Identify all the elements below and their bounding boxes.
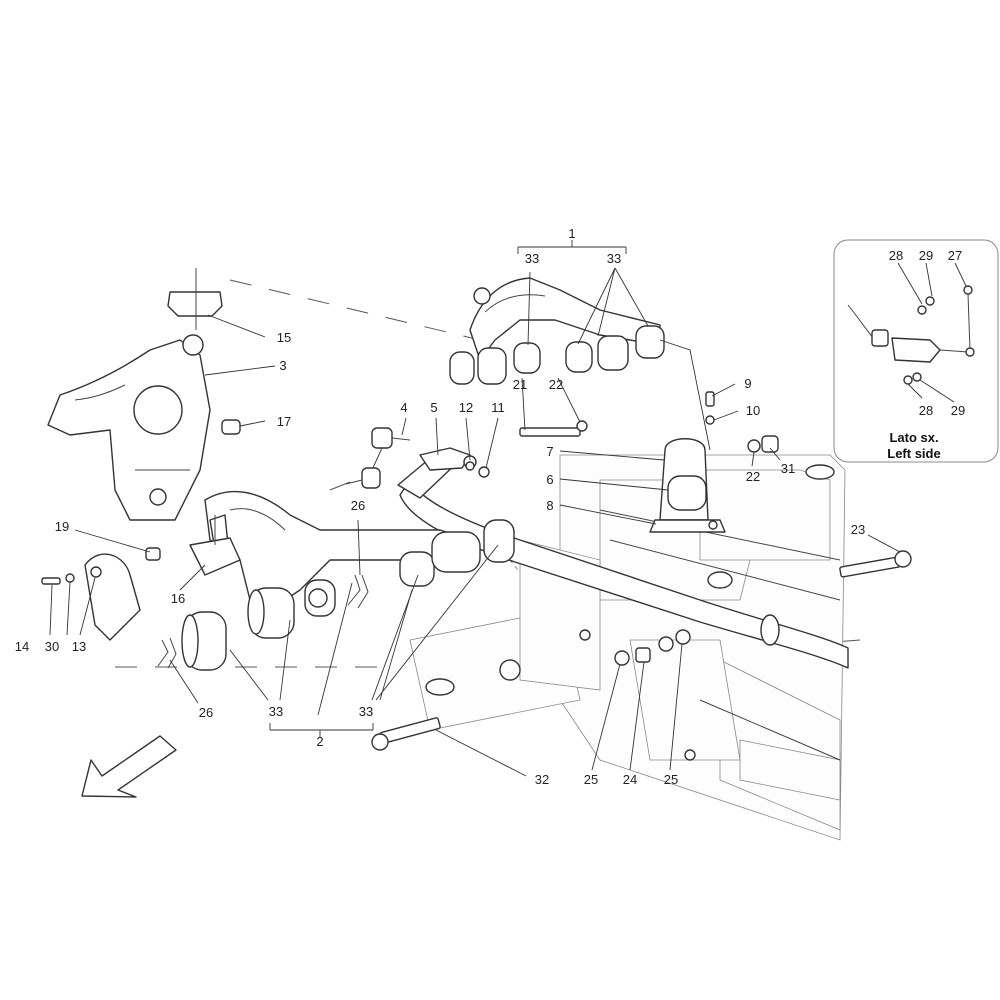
- left-side-inset: Lato sx. Left side: [833, 239, 999, 463]
- callout-28: 28: [919, 403, 933, 418]
- callout-25: 25: [584, 772, 598, 787]
- callout-27: 27: [948, 248, 962, 263]
- bump-stop-clamp: [167, 268, 223, 330]
- callout-24: 24: [623, 772, 637, 787]
- callout-32: 32: [535, 772, 549, 787]
- bushings: [181, 325, 665, 671]
- callout-5: 5: [430, 400, 437, 415]
- callout-29: 29: [919, 248, 933, 263]
- callout-21: 21: [513, 377, 527, 392]
- callout-6: 6: [546, 472, 553, 487]
- callout-25: 25: [664, 772, 678, 787]
- chassis-frame: [409, 454, 846, 841]
- callout-31: 31: [781, 461, 795, 476]
- callout-33: 33: [607, 251, 621, 266]
- callout-4: 4: [400, 400, 407, 415]
- callout-15: 15: [277, 330, 291, 345]
- callout-14: 14: [15, 639, 29, 654]
- stabilizer-bracket: [649, 438, 726, 533]
- callout-8: 8: [546, 498, 553, 513]
- callout-26: 26: [351, 498, 365, 513]
- callout-7: 7: [546, 444, 553, 459]
- callout-2: 2: [316, 734, 323, 749]
- direction-arrow: [81, 735, 177, 798]
- callout-9: 9: [744, 376, 751, 391]
- callout-12: 12: [459, 400, 473, 415]
- leader-lines: [49, 240, 901, 777]
- callout-11: 11: [491, 400, 505, 415]
- callout-13: 13: [72, 639, 86, 654]
- callout-26: 26: [199, 705, 213, 720]
- hardware: [41, 391, 912, 751]
- callout-33: 33: [525, 251, 539, 266]
- callout-10: 10: [746, 403, 760, 418]
- callout-16: 16: [171, 591, 185, 606]
- callout-3: 3: [279, 358, 286, 373]
- callout-33: 33: [269, 704, 283, 719]
- callout-22: 22: [746, 469, 760, 484]
- callout-1: 1: [568, 226, 575, 241]
- callout-23: 23: [851, 522, 865, 537]
- callout-33: 33: [359, 704, 373, 719]
- inset-title-line1: Lato sx.: [889, 430, 938, 445]
- callout-30: 30: [45, 639, 59, 654]
- inset-title-line2: Left side: [887, 446, 940, 461]
- callout-29: 29: [951, 403, 965, 418]
- steering-knuckle: [47, 334, 211, 521]
- callout-22: 22: [549, 377, 563, 392]
- callout-19: 19: [55, 519, 69, 534]
- upper-control-arm: [469, 277, 661, 361]
- callout-28: 28: [889, 248, 903, 263]
- callout-17: 17: [277, 414, 291, 429]
- callout-labels: 1 33 33 15 3 17 9 10 4 5 12 11 21 22 7 6…: [15, 226, 965, 787]
